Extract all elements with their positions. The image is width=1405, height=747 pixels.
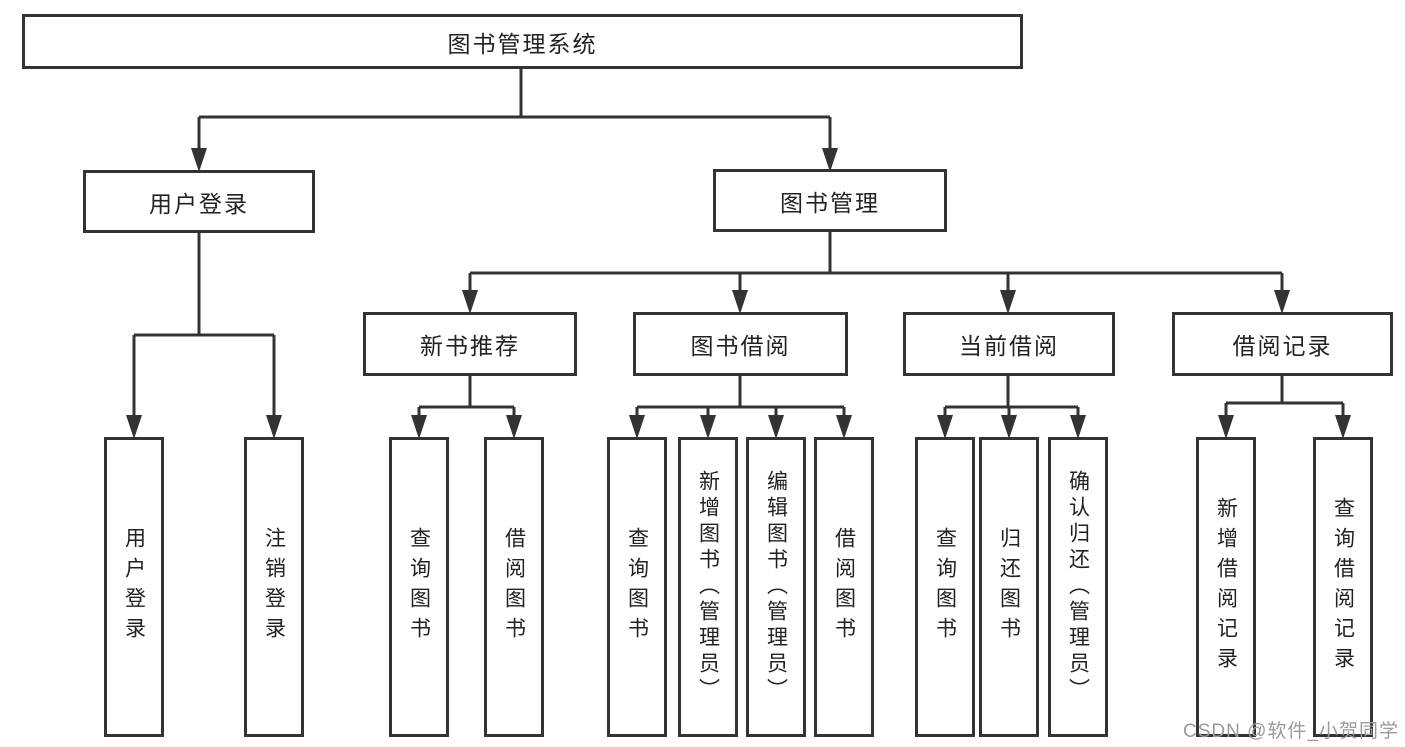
leaf-add-books-admin: 新增图书（管理员） [678, 437, 738, 737]
leaf-query-books-current: 查询图书 [915, 437, 975, 737]
leaf-query-books-recommend: 查询图书 [389, 437, 449, 737]
node-book-management-branch: 图书管理 [713, 169, 947, 232]
leaf-return-books: 归还图书 [979, 437, 1039, 737]
leaf-query-borrow-record: 查询借阅记录 [1313, 437, 1373, 737]
arrow-down-icon [629, 415, 645, 439]
node-user-login-branch: 用户登录 [83, 170, 315, 233]
arrow-down-icon [937, 415, 953, 439]
arrow-down-icon [1218, 415, 1234, 439]
arrow-down-icon [411, 415, 427, 439]
arrow-down-icon [1001, 415, 1017, 439]
leaf-edit-books-admin: 编辑图书（管理员） [746, 437, 806, 737]
arrow-down-icon [1000, 290, 1016, 314]
arrow-down-icon [732, 290, 748, 314]
arrow-down-icon [462, 290, 478, 314]
arrow-down-icon [191, 148, 207, 172]
arrowheads [126, 148, 1351, 439]
arrow-down-icon [1274, 290, 1290, 314]
arrow-down-icon [1070, 415, 1086, 439]
watermark: CSDN @软件_小贺同学 [1183, 721, 1399, 742]
leaf-borrow-books-recommend: 借阅图书 [484, 437, 544, 737]
leaf-add-borrow-record: 新增借阅记录 [1196, 437, 1256, 737]
connector-stems [132, 68, 1345, 419]
arrow-down-icon [700, 415, 716, 439]
node-system-root: 图书管理系统 [22, 14, 1023, 69]
leaf-confirm-return-admin: 确认归还（管理员） [1048, 437, 1108, 737]
arrow-down-icon [1335, 415, 1351, 439]
leaf-borrow-books: 借阅图书 [814, 437, 874, 737]
arrow-down-icon [266, 415, 282, 439]
leaf-query-books-borrow: 查询图书 [607, 437, 667, 737]
node-current-borrow: 当前借阅 [903, 312, 1115, 376]
arrow-down-icon [506, 415, 522, 439]
leaf-user-login: 用户登录 [104, 437, 164, 737]
arrow-down-icon [768, 415, 784, 439]
arrow-down-icon [822, 148, 838, 172]
node-new-book-recommend: 新书推荐 [363, 312, 577, 376]
node-borrow-records: 借阅记录 [1172, 312, 1393, 376]
node-book-borrow: 图书借阅 [633, 312, 848, 376]
leaf-logout: 注销登录 [244, 437, 304, 737]
arrow-down-icon [836, 415, 852, 439]
arrow-down-icon [126, 415, 142, 439]
